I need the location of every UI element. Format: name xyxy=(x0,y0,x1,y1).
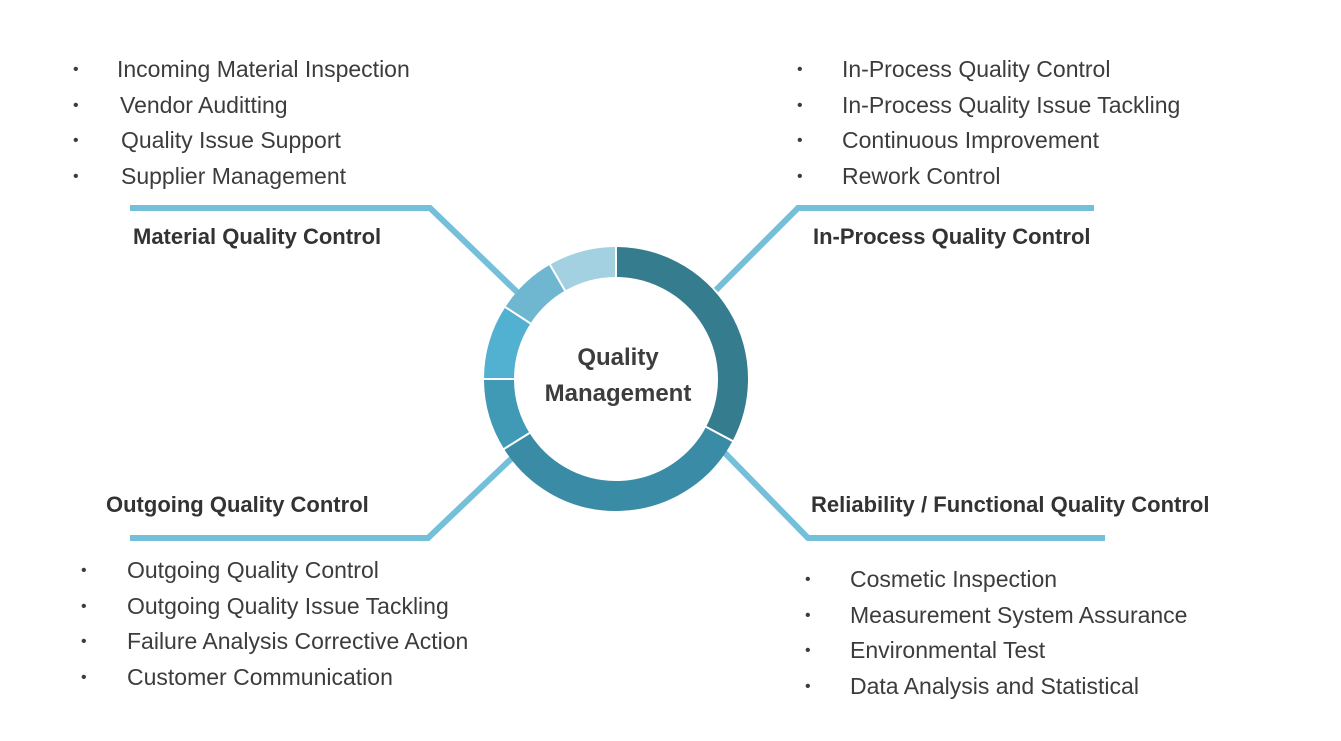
bullet-icon: • xyxy=(81,633,87,650)
ring-segment-reliability xyxy=(504,426,733,511)
bullet-icon: • xyxy=(73,167,79,185)
ring-separator xyxy=(503,305,532,325)
connector-outgoing xyxy=(130,455,515,541)
connector-lines xyxy=(130,205,1105,541)
bullet-icon: • xyxy=(797,132,803,149)
ring-separator xyxy=(502,431,531,451)
outgoing-quality-control-title: Outgoing Quality Control xyxy=(106,492,369,517)
bullet-icon: • xyxy=(81,668,87,686)
bullet-icon: • xyxy=(805,606,811,624)
bullet-icon: • xyxy=(797,61,803,78)
bullet-icon: • xyxy=(73,61,79,78)
bullet-icon: • xyxy=(805,571,811,588)
bullet-icon: • xyxy=(805,642,811,659)
reliability-functional-quality-control-title: Reliability / Functional Quality Control xyxy=(811,492,1210,517)
center-label-line2: Management xyxy=(544,380,692,407)
bullet-icon: • xyxy=(797,96,803,114)
material-quality-control-title: Material Quality Control xyxy=(133,224,382,249)
bullet-icon: • xyxy=(797,167,803,185)
bullet-icon: • xyxy=(73,96,79,114)
bullet-icon: • xyxy=(81,562,87,579)
in-process-quality-control-title: In-Process Quality Control xyxy=(813,224,1091,249)
ring-segment-outgoing xyxy=(484,378,530,449)
ring-segment-material-pale xyxy=(550,247,617,291)
ring-separator xyxy=(548,263,567,293)
quality-ring xyxy=(483,246,748,511)
ring-separator xyxy=(704,425,734,443)
center-label: Quality Management xyxy=(518,340,718,412)
connector-in-process xyxy=(713,205,1094,293)
ring-segment-in-process xyxy=(615,247,748,441)
bullet-icon: • xyxy=(81,597,87,615)
bullet-icon: • xyxy=(73,132,79,149)
ring-segment-material xyxy=(484,307,531,380)
center-label-line1: Quality xyxy=(577,344,659,371)
connector-material xyxy=(130,205,520,295)
bullet-icon: • xyxy=(805,677,811,695)
ring-segment-material-light xyxy=(505,264,566,324)
connector-reliability xyxy=(719,447,1105,541)
